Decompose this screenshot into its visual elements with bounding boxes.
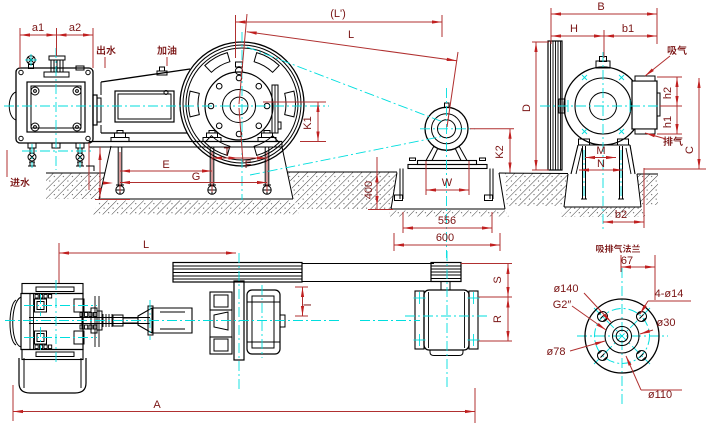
svg-text:A: A — [153, 399, 161, 411]
svg-text:H: H — [570, 23, 578, 35]
svg-text:h1: h1 — [662, 116, 674, 128]
svg-text:556: 556 — [438, 215, 456, 227]
svg-text:ø110: ø110 — [648, 389, 672, 401]
svg-text:G: G — [192, 171, 201, 183]
svg-text:L: L — [143, 239, 149, 251]
svg-text:R: R — [492, 315, 504, 323]
svg-text:T: T — [224, 146, 231, 158]
svg-text:ø30: ø30 — [657, 317, 676, 329]
svg-text:C: C — [684, 146, 696, 154]
svg-text:I: I — [302, 303, 314, 306]
svg-text:4-ø14: 4-ø14 — [655, 288, 684, 300]
svg-text:ø140: ø140 — [553, 283, 578, 295]
svg-text:K1: K1 — [302, 116, 314, 129]
svg-text:b2: b2 — [615, 209, 627, 221]
svg-text:M: M — [596, 145, 605, 157]
svg-text:N: N — [597, 158, 605, 170]
svg-text:a2: a2 — [69, 22, 81, 34]
svg-text:L: L — [348, 29, 354, 41]
svg-text:a1: a1 — [32, 22, 44, 34]
svg-text:W: W — [442, 177, 453, 189]
svg-text:600: 600 — [436, 232, 454, 244]
svg-text:D: D — [521, 104, 533, 112]
svg-text:E: E — [162, 159, 169, 171]
svg-text:F: F — [245, 159, 252, 171]
svg-text:B: B — [597, 1, 604, 13]
svg-text:K2: K2 — [494, 145, 506, 158]
svg-text:400: 400 — [363, 181, 375, 199]
svg-text:67: 67 — [621, 255, 633, 267]
svg-text:(L'): (L') — [330, 8, 346, 20]
svg-text:S: S — [492, 276, 504, 283]
svg-text:b1: b1 — [622, 23, 634, 35]
svg-text:G2″: G2″ — [553, 299, 572, 311]
svg-text:ø78: ø78 — [547, 346, 566, 358]
svg-text:h2: h2 — [662, 87, 674, 99]
